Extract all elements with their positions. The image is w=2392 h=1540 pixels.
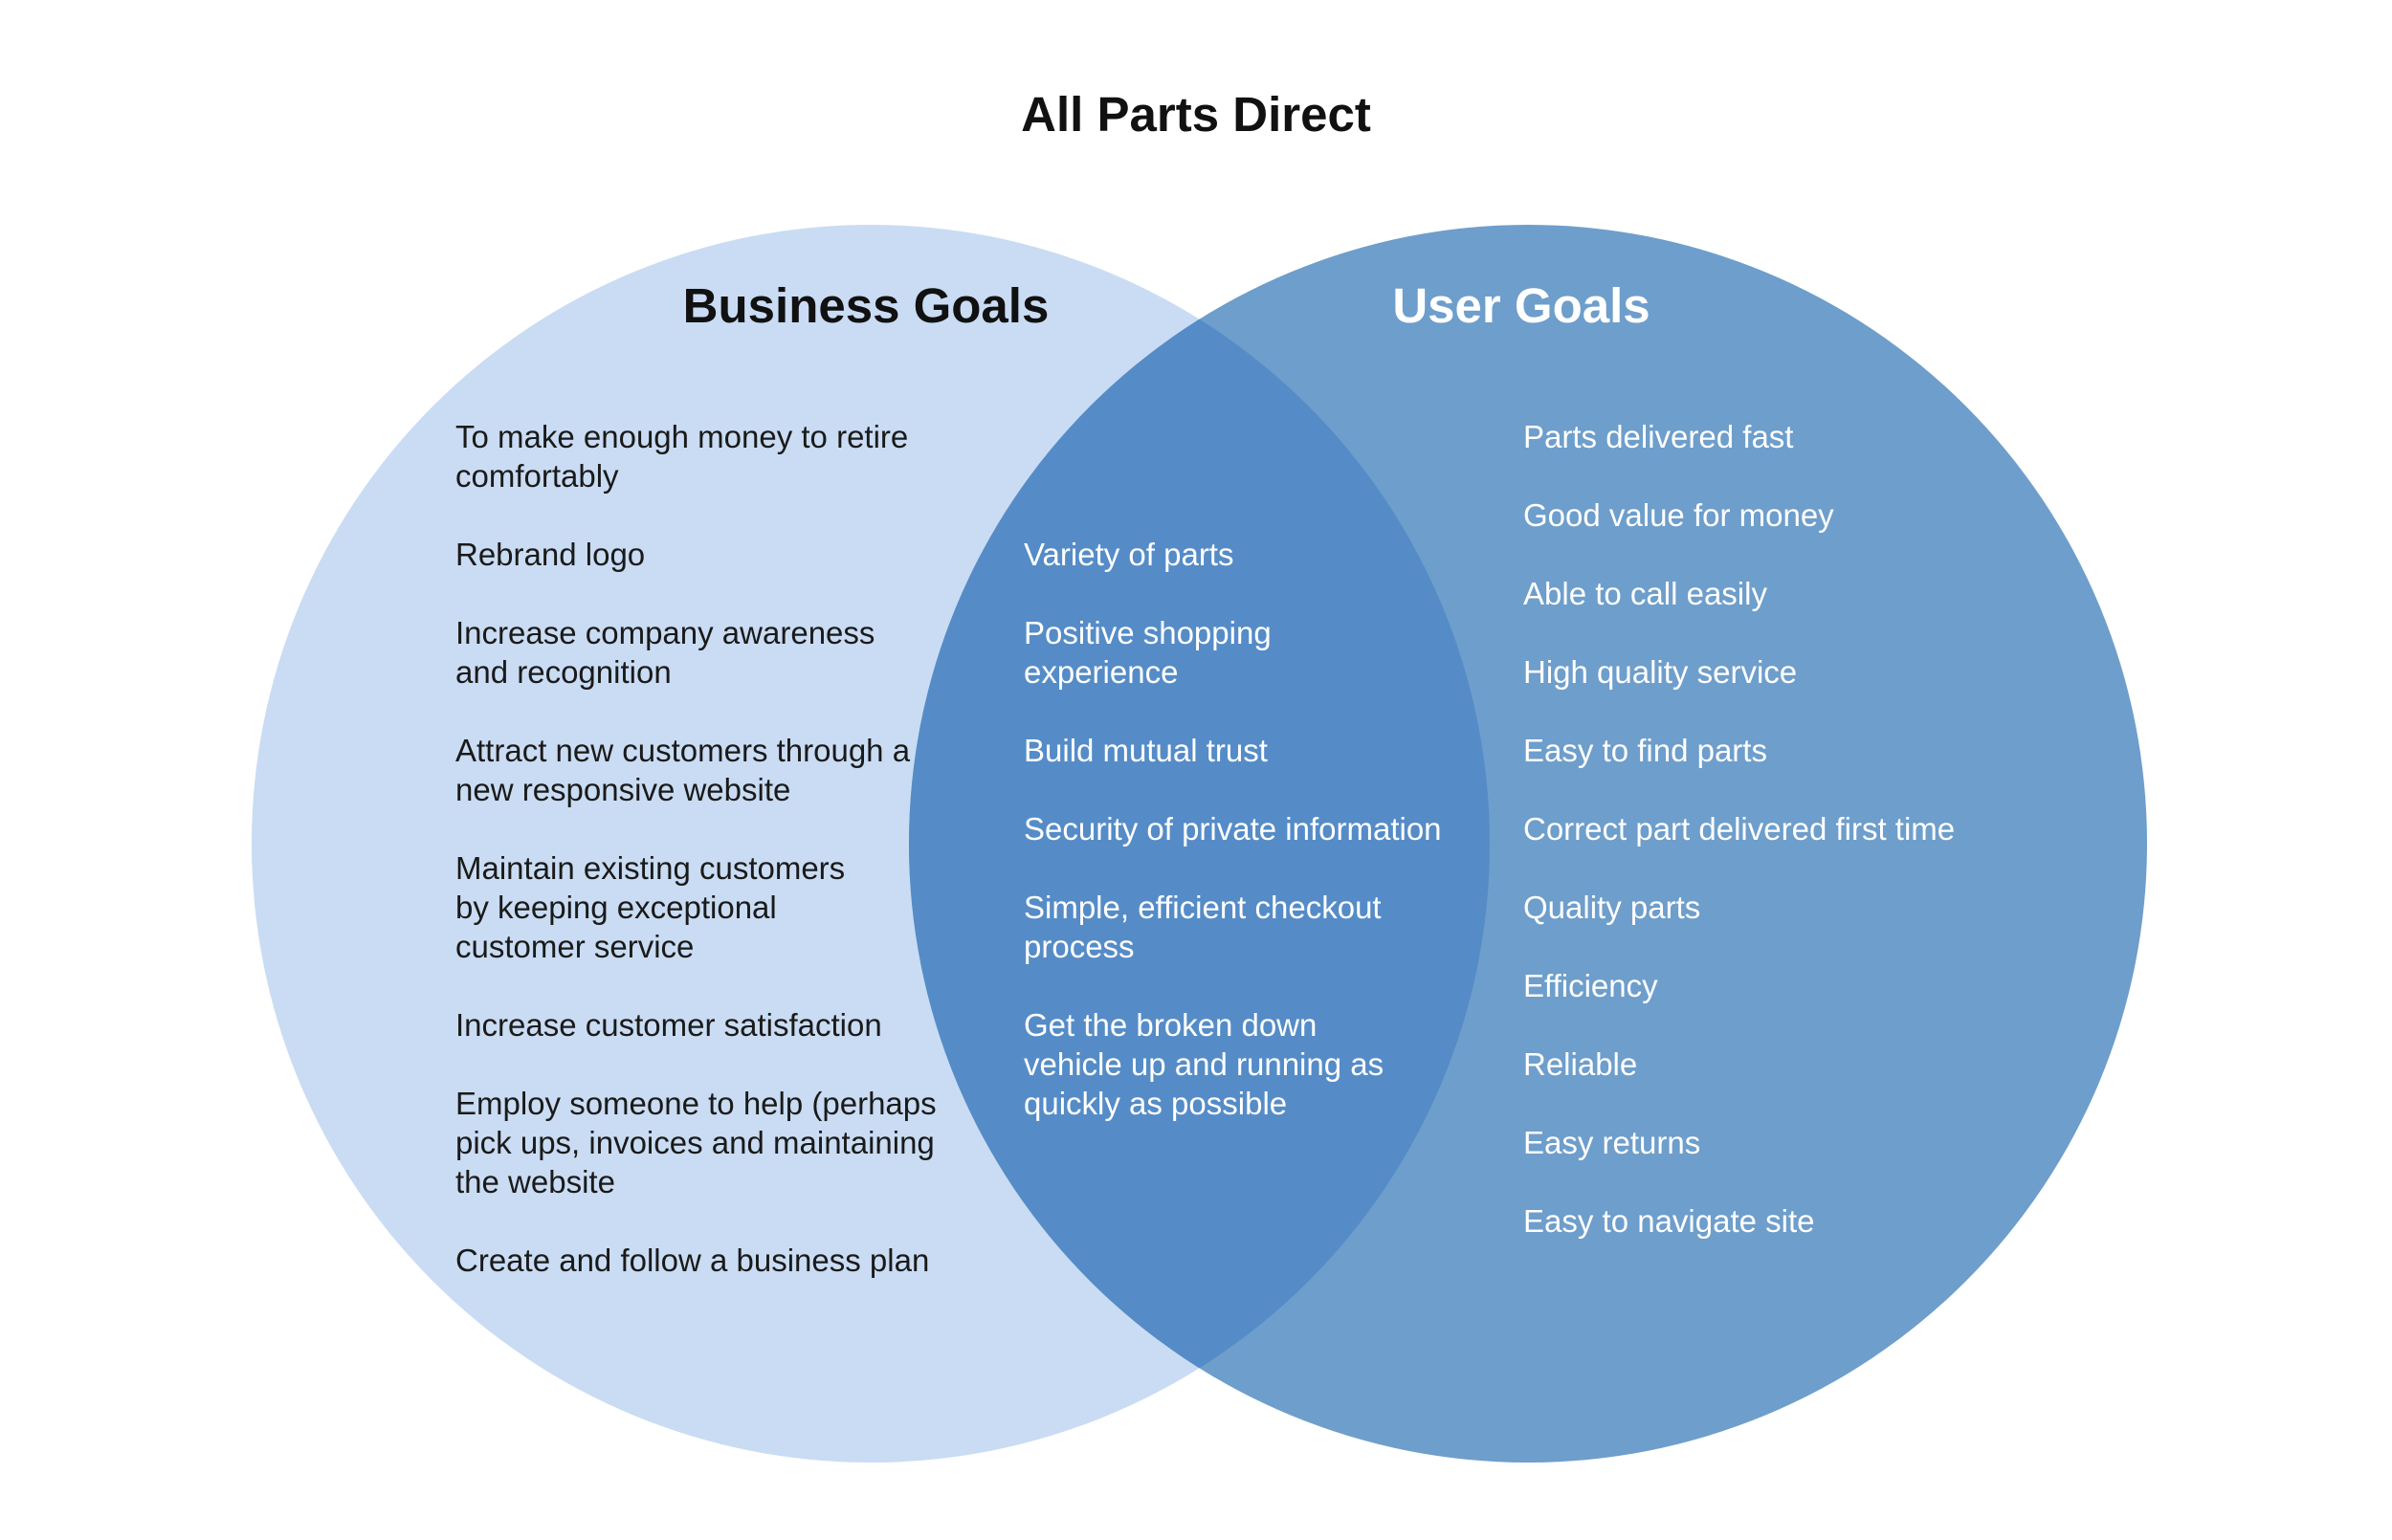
user-goal-item: Easy to find parts — [1523, 733, 1767, 768]
business-goal-item: Increase company awareness and recogniti… — [455, 615, 875, 690]
user-goal-item: High quality service — [1523, 654, 1798, 690]
business-goals-heading: Business Goals — [682, 278, 1050, 333]
business-goal-item: To make enough money to retire comfortab… — [455, 419, 909, 494]
user-goals-list: Parts delivered fast Good value for mone… — [1523, 417, 2021, 1280]
user-goal-item: Correct part delivered first time — [1523, 811, 1956, 847]
shared-goals-list: Variety of parts Positive shopping exper… — [1024, 535, 1502, 1162]
business-goals-list: To make enough money to retire comfortab… — [455, 417, 991, 1319]
overlap-region — [909, 225, 1490, 1463]
user-goal-item: Able to call easily — [1523, 576, 1767, 611]
user-goal-item: Easy to navigate site — [1523, 1203, 1815, 1239]
diagram-title: All Parts Direct — [1021, 87, 1371, 142]
shared-goal-item: Build mutual trust — [1024, 733, 1268, 768]
business-goal-item: Rebrand logo — [455, 537, 646, 572]
business-goal-item: Increase customer satisfaction — [455, 1007, 882, 1043]
shared-goal-item: Security of private information — [1024, 811, 1442, 847]
user-goal-item: Quality parts — [1523, 890, 1701, 925]
user-goal-item: Reliable — [1523, 1046, 1638, 1082]
user-goals-heading: User Goals — [1392, 278, 1650, 333]
business-goal-item: Maintain existing customers by keeping e… — [455, 850, 846, 964]
user-goal-item: Good value for money — [1523, 497, 1834, 533]
user-goal-item: Parts delivered fast — [1523, 419, 1794, 454]
shared-goal-item: Simple, efficient checkout process — [1024, 890, 1382, 964]
shared-goal-item: Variety of parts — [1024, 537, 1234, 572]
business-goal-item: Employ someone to help (perhaps pick ups… — [455, 1086, 937, 1199]
shared-goal-item: Get the broken down vehicle up and runni… — [1024, 1007, 1384, 1121]
shared-goal-item: Positive shopping experience — [1024, 615, 1272, 690]
user-goal-item: Efficiency — [1523, 968, 1658, 1003]
business-goal-item: Create and follow a business plan — [455, 1243, 930, 1278]
business-goal-item: Attract new customers through a new resp… — [455, 733, 911, 807]
user-goal-item: Easy returns — [1523, 1125, 1701, 1160]
